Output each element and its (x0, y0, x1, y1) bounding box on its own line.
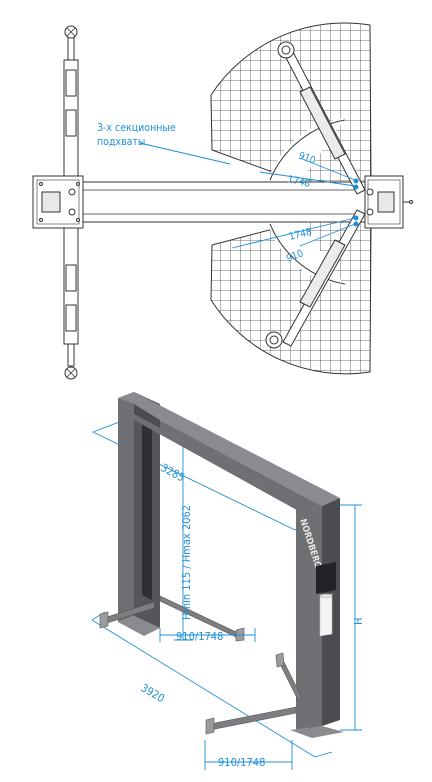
left-column (118, 392, 160, 636)
dim-1748-lower: 1748 (288, 227, 313, 243)
arm-dimension-lines (159, 628, 293, 770)
top-view: 3-х секционные подхваты 910 1748 1748 91… (32, 22, 413, 380)
dim-1748-upper: 1748 (286, 174, 311, 190)
iso-view: NORDBERG 3285 (91, 392, 365, 770)
arm-label-line2: подхваты (97, 136, 145, 148)
arm-sweep-area (210, 22, 372, 375)
dim-height-range: Hmin 115 / Hmax 2062 (180, 505, 193, 620)
arm-label-line1: 3-х секционные (97, 122, 176, 134)
dim-overall-width: 3920 (139, 681, 167, 705)
left-column-top (32, 175, 84, 229)
lift-arms (99, 595, 303, 735)
power-unit (316, 562, 336, 637)
dim-height: H (352, 618, 365, 625)
right-column-top (364, 175, 413, 229)
right-swing-arms (265, 41, 366, 349)
right-column: NORDBERG (290, 498, 344, 738)
crossbeam-top (79, 181, 371, 223)
dim-arm-reach-upper: 910/1748 (176, 630, 223, 643)
top-dimension-lines (139, 142, 359, 249)
crossbeam (118, 392, 340, 524)
dim-arm-reach-lower: 910/1748 (218, 756, 265, 769)
